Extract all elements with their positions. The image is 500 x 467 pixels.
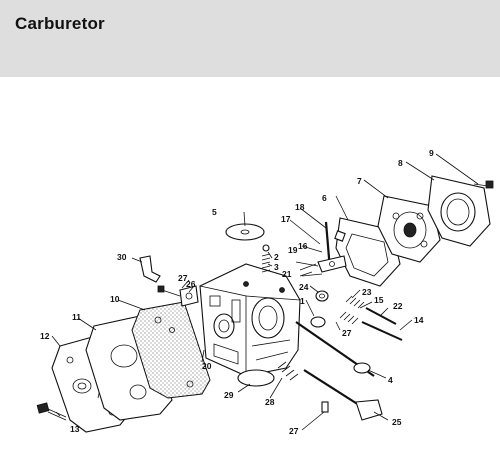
callout-1: 1 — [300, 296, 305, 306]
callout-3: 3 — [274, 262, 279, 272]
part-fitting-24 — [310, 290, 329, 328]
part-spring-3 — [261, 244, 271, 273]
callout-30: 30 — [117, 252, 127, 262]
callout-5: 5 — [212, 207, 217, 217]
part-screw-9 — [473, 180, 494, 189]
callout-28: 28 — [265, 397, 275, 407]
callout-2: 2 — [274, 252, 279, 262]
callout-labels: 1 2 3 4 5 6 7 8 9 10 11 12 13 14 15 16 1… — [40, 148, 434, 436]
part-diaphragm-10 — [131, 301, 211, 399]
callout-27-lower: 27 — [289, 426, 299, 436]
callout-21: 21 — [282, 269, 292, 279]
callout-7: 7 — [357, 176, 362, 186]
callout-18: 18 — [295, 202, 305, 212]
callout-26: 26 — [186, 279, 196, 289]
callout-12: 12 — [40, 331, 50, 341]
callout-13: 13 — [70, 424, 80, 434]
callout-8: 8 — [398, 158, 403, 168]
callout-16: 16 — [298, 241, 308, 251]
callout-10: 10 — [110, 294, 120, 304]
part-elbow-30 — [139, 255, 161, 283]
callout-14: 14 — [414, 315, 424, 325]
part-spring-23 — [339, 295, 365, 325]
part-disc-5 — [225, 223, 265, 241]
callout-17: 17 — [281, 214, 291, 224]
callout-29: 29 — [224, 390, 234, 400]
callout-25: 25 — [392, 417, 402, 427]
callout-15: 15 — [374, 295, 384, 305]
part-pump-cover-8 — [427, 175, 491, 247]
callout-24: 24 — [299, 282, 309, 292]
callout-20: 20 — [202, 361, 212, 371]
callout-11: 11 — [72, 312, 81, 322]
part-carburetor-body — [199, 263, 301, 377]
part-throttle-shaft-4 — [295, 321, 375, 377]
page-title: Carburetor — [15, 14, 105, 33]
callout-6: 6 — [322, 193, 327, 203]
callout-9: 9 — [429, 148, 434, 158]
part-fitting-26 — [157, 285, 199, 307]
callout-4: 4 — [388, 375, 393, 385]
callout-27-middle: 27 — [342, 328, 352, 338]
callout-23: 23 — [362, 287, 372, 297]
part-spring-28 — [277, 361, 299, 381]
leader-lines — [51, 153, 479, 431]
part-choke-shaft-25 — [303, 369, 383, 421]
part-lever-16 — [295, 255, 347, 277]
part-screw-27 — [321, 401, 329, 413]
callout-22: 22 — [393, 301, 403, 311]
part-screw-13 — [36, 402, 67, 421]
header-bar — [0, 0, 500, 77]
part-disc-29 — [237, 369, 275, 387]
part-needle-22 — [361, 307, 403, 341]
callout-19: 19 — [288, 245, 298, 255]
callout-27-upper: 27 — [178, 273, 188, 283]
